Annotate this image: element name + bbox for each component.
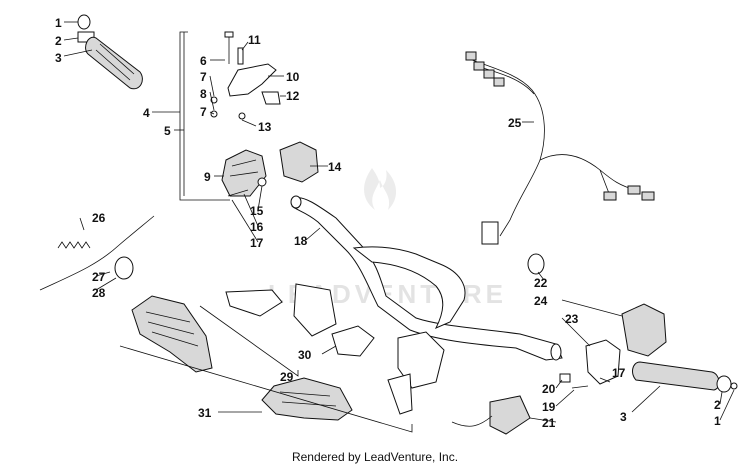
callout-9: 9 [204,170,211,184]
clamp-30 [331,325,375,357]
callout-19: 19 [542,400,556,414]
leader-lines [63,21,735,433]
nut-13 [238,112,246,120]
callout-25: 25 [508,116,522,130]
callout-21: 21 [542,416,556,430]
callout-7: 7 [200,70,207,84]
callout-18: 18 [294,234,308,248]
footer-credit: Rendered by LeadVenture, Inc. [291,450,459,464]
right-grip-3 [632,361,720,391]
switch-housing-24 [621,303,667,357]
callout-6: 6 [200,54,207,68]
callout-29: 29 [280,370,294,384]
callout-23: 23 [565,312,579,326]
callout-16: 16 [250,220,264,234]
screw-16 [227,189,249,197]
callout-7: 7 [200,105,207,119]
callout-10: 10 [286,70,300,84]
callout-17: 17 [250,236,264,250]
callout-17: 17 [612,366,626,380]
callout-14: 14 [328,160,342,174]
callout-2: 2 [55,34,62,48]
cap-2 [716,375,732,393]
wiring-harness-25 [465,51,655,245]
callout-12: 12 [286,89,300,103]
callout-3: 3 [620,410,627,424]
clip-20 [559,373,571,383]
screw-6 [224,31,234,64]
callout-20: 20 [542,382,556,396]
callout-31: 31 [198,406,212,420]
ring-22 [527,253,545,275]
screw-15 [257,177,267,187]
brake-lever-10 [227,63,277,97]
switch-housing-14 [279,141,319,183]
callout-26: 26 [92,211,106,225]
callout-labels: 1 2 3 4 5 6 7 7 8 9 10 11 12 13 14 15 16… [55,16,721,430]
callout-8: 8 [200,87,207,101]
callout-22: 22 [534,276,548,290]
callout-3: 3 [55,51,62,65]
callout-28: 28 [92,286,106,300]
callout-1: 1 [55,16,62,30]
callout-1: 1 [714,414,721,428]
heater-switch-21 [489,395,531,435]
mount-bracket-29 [225,289,283,317]
handlebar-18 [290,195,563,361]
screw-1b [730,382,738,390]
switch-12 [261,91,281,105]
throttle-cable-27 [39,215,155,291]
spring-26 [57,241,91,249]
left-grip-assembly [77,14,143,90]
callout-2: 2 [714,398,721,412]
callout-11: 11 [248,33,261,47]
callout-27: 27 [92,270,106,284]
master-cylinder-9 [221,149,267,197]
mount-block [293,283,337,337]
callout-5: 5 [164,124,171,138]
callout-30: 30 [298,348,312,362]
callout-13: 13 [258,120,272,134]
callout-4: 4 [143,106,150,120]
screw-19 [571,385,589,389]
handguard-right-31 [261,377,353,421]
callout-24: 24 [534,294,548,308]
handguard-left-31 [131,295,213,373]
pin-11 [237,47,244,65]
callout-15: 15 [250,204,264,218]
throttle-block-23 [585,339,621,385]
bracket-right [387,373,413,415]
ring-28 [114,256,134,280]
